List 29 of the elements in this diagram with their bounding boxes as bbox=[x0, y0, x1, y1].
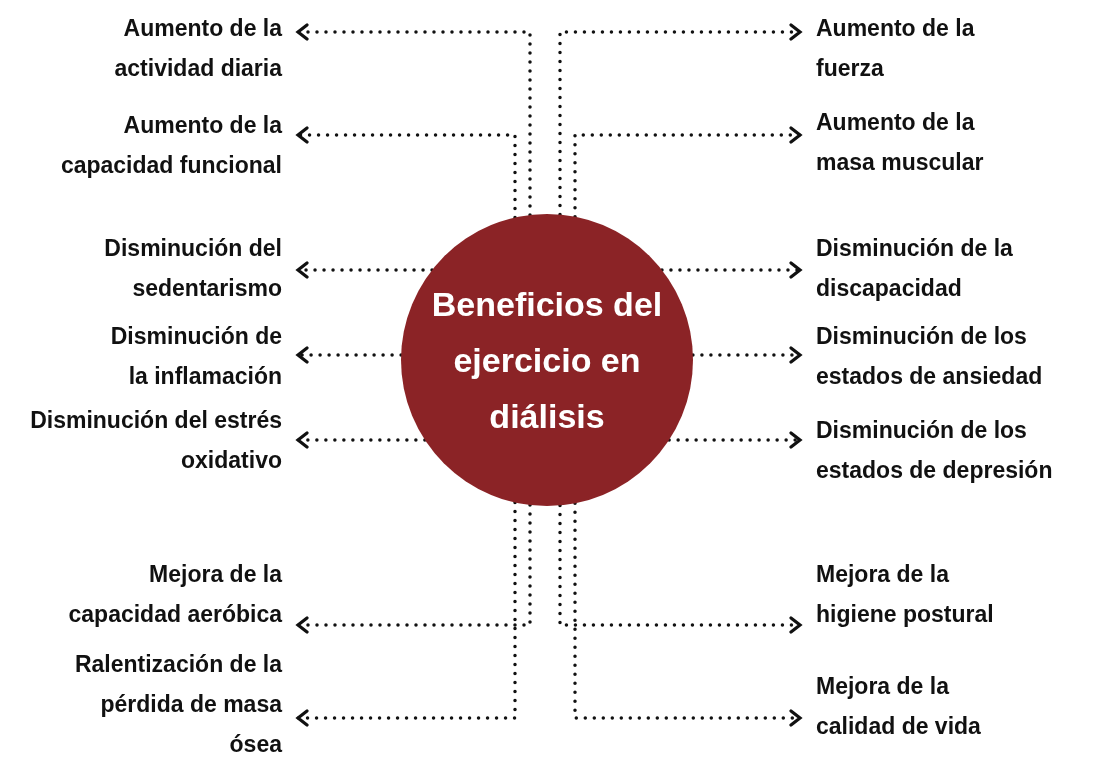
dotted-arrow bbox=[573, 501, 802, 727]
dotted-arrow bbox=[296, 346, 403, 364]
benefit-label: Mejora de la higiene postural bbox=[816, 560, 995, 629]
circle-title: Beneficios del ejercicio en diálisis bbox=[430, 284, 664, 437]
dotted-arrow bbox=[573, 126, 802, 219]
benefit-label: Aumento de la masa muscular bbox=[816, 108, 985, 177]
benefit-label: Aumento de la fuerza bbox=[816, 14, 976, 83]
benefit-label: Disminución de los estados de ansiedad bbox=[816, 322, 1044, 391]
benefit-label: Aumento de la actividad diaria bbox=[113, 14, 282, 83]
dotted-arrow bbox=[296, 503, 532, 634]
dotted-arrow bbox=[660, 261, 802, 279]
benefit-label: Aumento de la capacidad funcional bbox=[59, 111, 282, 180]
dotted-arrow bbox=[558, 503, 802, 634]
benefit-label: Disminución de la discapacidad bbox=[816, 234, 1014, 303]
dotted-arrow bbox=[296, 500, 517, 727]
dotted-arrow bbox=[667, 431, 802, 449]
dotted-arrow bbox=[558, 23, 802, 217]
dotted-arrow bbox=[296, 431, 427, 449]
dotted-arrow bbox=[691, 346, 802, 364]
benefit-label: Disminución de los estados de depresión bbox=[816, 416, 1054, 485]
benefit-label: Disminución de la inflamación bbox=[109, 322, 282, 391]
benefit-label: Disminución del sedentarismo bbox=[103, 234, 282, 303]
benefit-label: Mejora de la calidad de vida bbox=[816, 672, 982, 741]
dotted-arrow bbox=[296, 261, 434, 279]
dotted-arrow bbox=[296, 23, 532, 217]
dotted-arrow bbox=[296, 126, 517, 220]
benefit-label: Mejora de la capacidad aeróbica bbox=[67, 560, 282, 629]
benefit-label: Ralentización de la pérdida de masa ósea bbox=[73, 650, 282, 759]
benefit-label: Disminución del estrés oxidativo bbox=[29, 406, 282, 475]
